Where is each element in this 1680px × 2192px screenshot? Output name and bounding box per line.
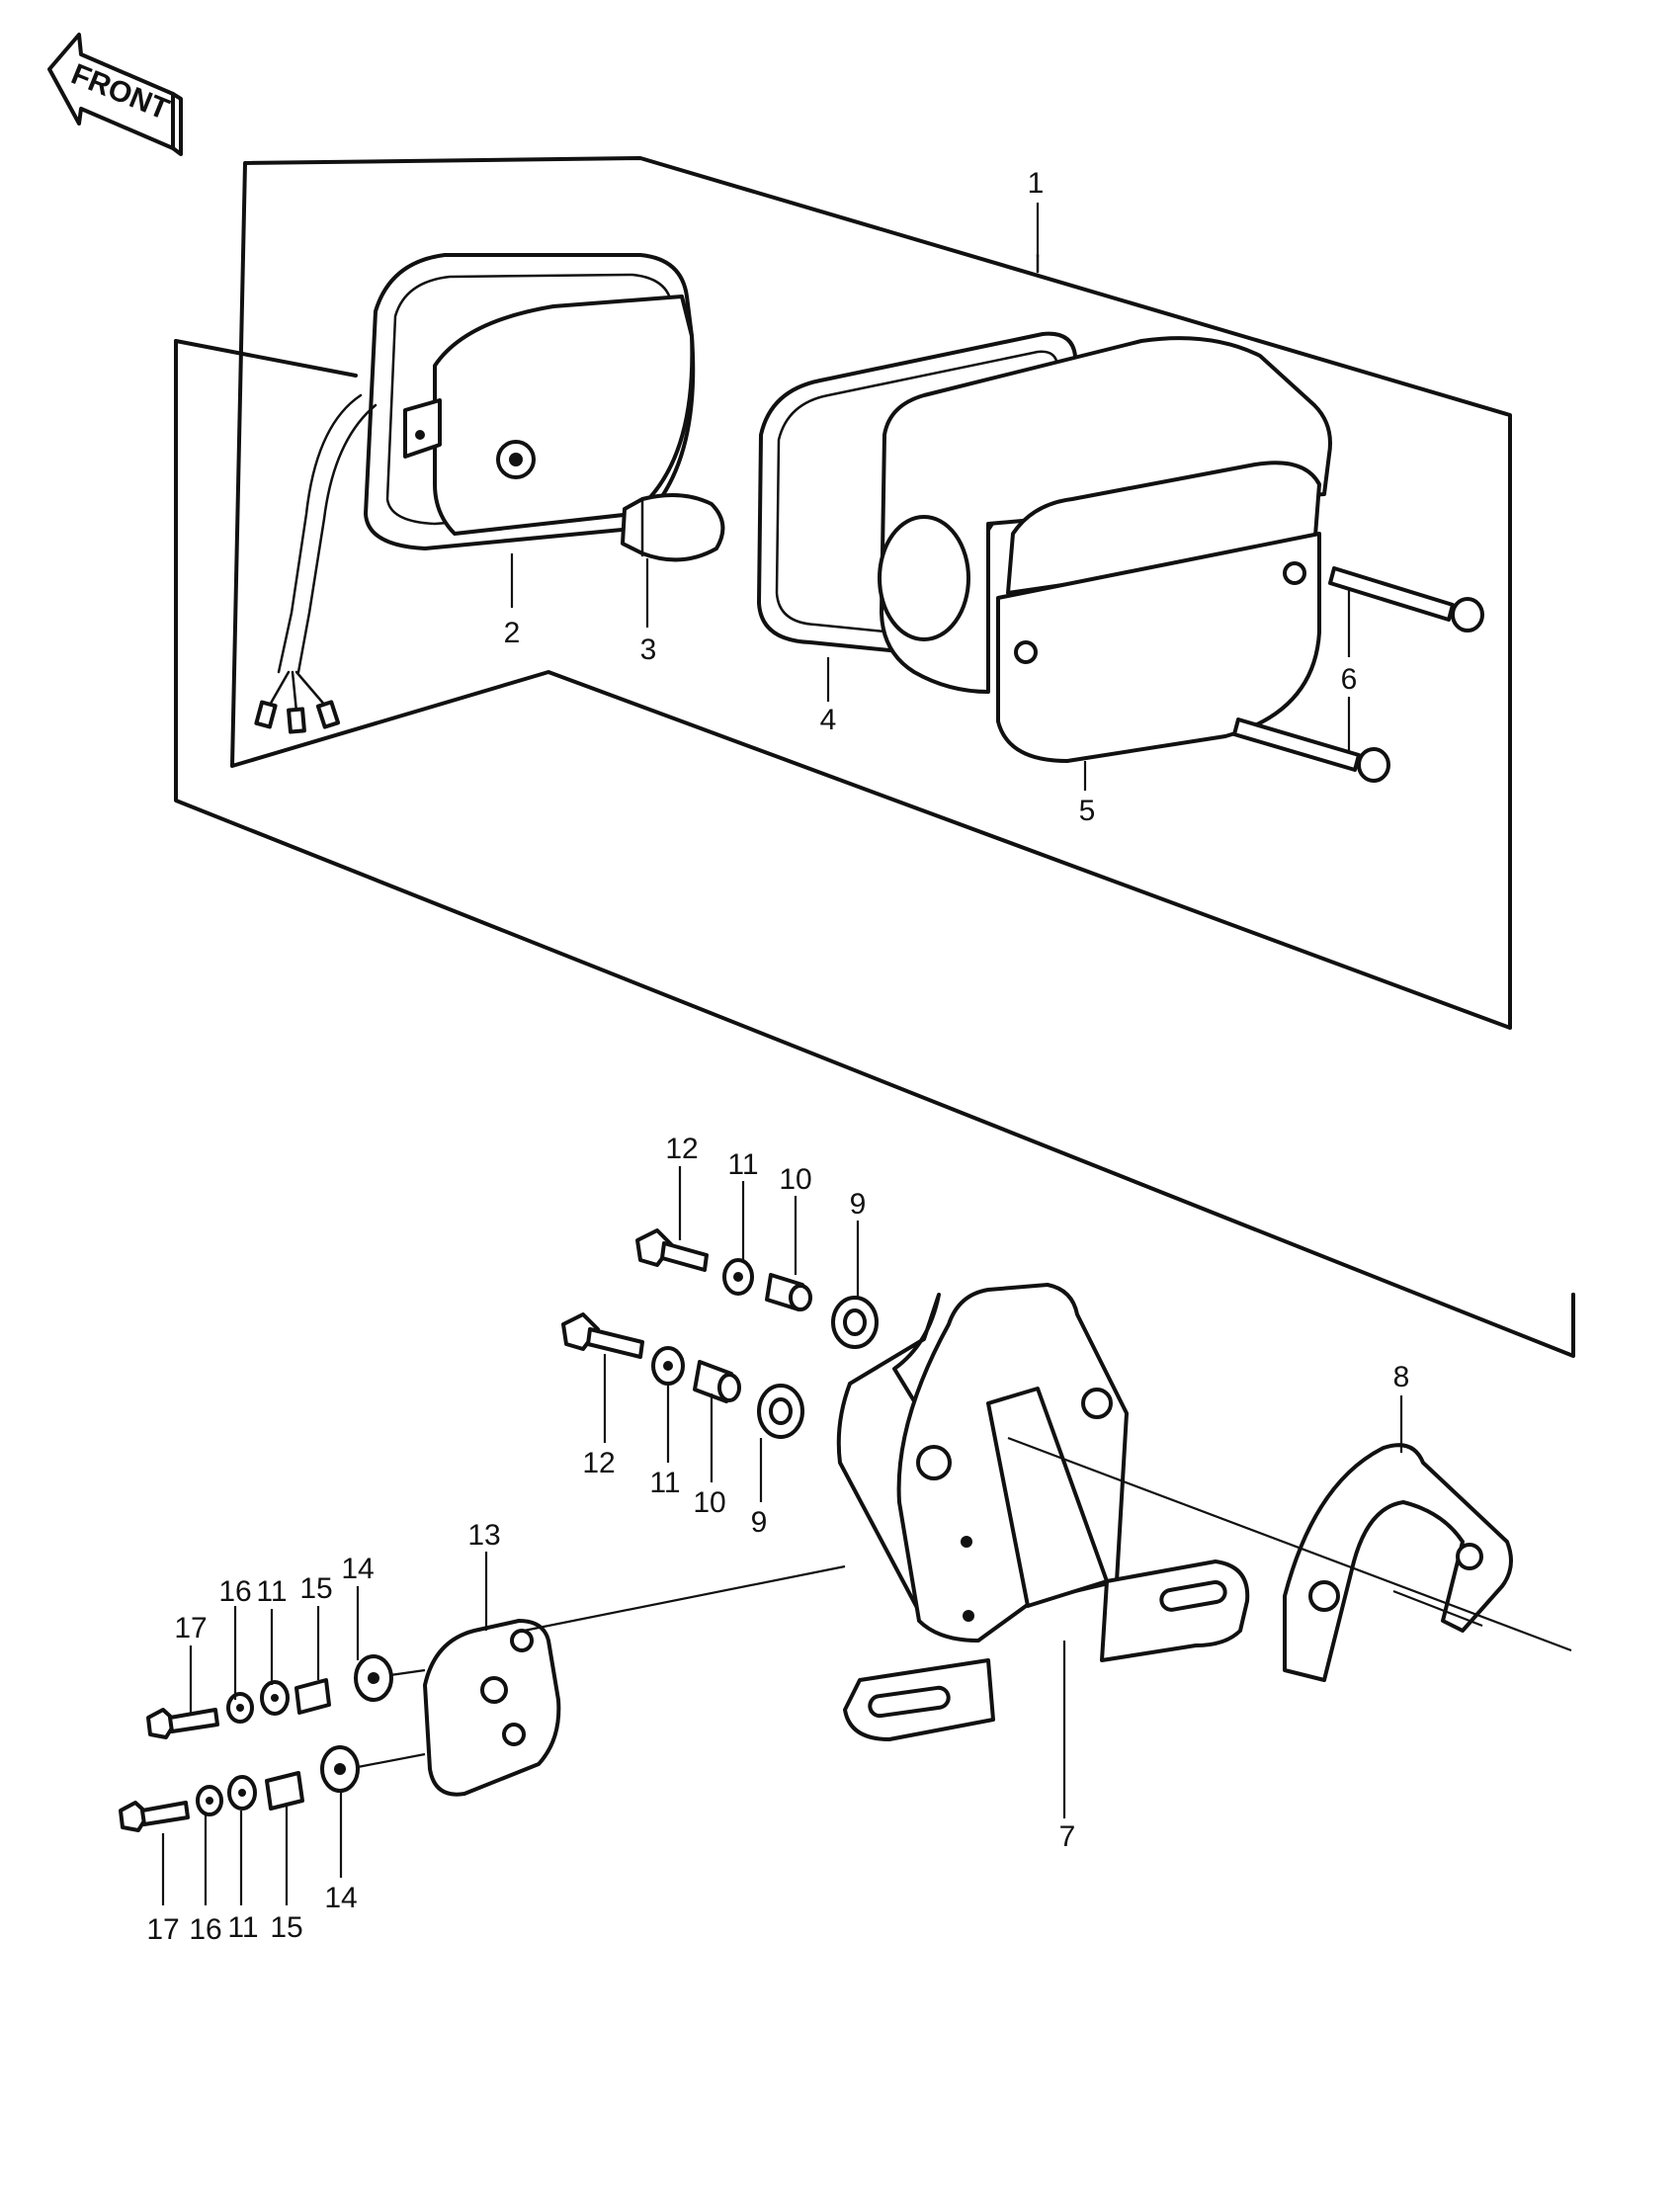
callout-17-lower: 17: [146, 1913, 179, 1946]
callout-17-upper: 17: [174, 1612, 207, 1644]
screw-upper: [1328, 566, 1484, 632]
collar-10-upper: [765, 1273, 812, 1311]
lens-screws: [1232, 566, 1484, 783]
callout-12-lower: 12: [582, 1447, 615, 1479]
callout-labels: 1 2 3 4 5 6 7 8 9 9 10 10 11 11 11 11 12…: [146, 167, 1409, 1946]
callout-8: 8: [1393, 1361, 1410, 1393]
bolt-12-upper: [635, 1228, 709, 1272]
callout-10-upper: 10: [779, 1163, 811, 1196]
callout-15-upper: 15: [299, 1572, 332, 1605]
callout-12-upper: 12: [665, 1133, 698, 1165]
callout-11-upper: 11: [727, 1148, 758, 1181]
bracket-group-frame: [174, 339, 1575, 1358]
callout-9-upper: 9: [850, 1188, 867, 1221]
washer-11-upper: [722, 1258, 754, 1296]
callout-13: 13: [467, 1519, 500, 1552]
lower-fastener-set: [561, 1312, 804, 1439]
license-bracket: [836, 1283, 1250, 1741]
callout-4: 4: [820, 704, 837, 736]
callout-6: 6: [1341, 663, 1358, 696]
left-upper-fastener-set: [146, 1654, 393, 1739]
left-lower-fastener-set: [119, 1745, 360, 1832]
reinforcement-plate: [1283, 1443, 1513, 1682]
collar-10-lower: [693, 1360, 741, 1403]
callout-16-lower: 16: [189, 1913, 221, 1946]
washer-11-lower: [651, 1346, 685, 1386]
screw-lower: [1232, 717, 1390, 783]
callout-14-lower: 14: [324, 1882, 357, 1914]
front-direction-arrow: FRONT: [47, 33, 183, 156]
callout-3: 3: [640, 633, 657, 666]
wire-harness: [254, 393, 378, 734]
upper-fastener-set: [635, 1228, 879, 1349]
callout-14-upper: 14: [341, 1553, 374, 1585]
grommet-9-upper: [831, 1296, 879, 1349]
leader-lines: [161, 203, 1403, 1905]
spacer-plate: [423, 1619, 561, 1797]
callout-11-lower: 11: [649, 1467, 680, 1499]
lamp-base: [364, 253, 696, 550]
callout-16-upper: 16: [218, 1575, 251, 1608]
callout-1: 1: [1028, 167, 1045, 200]
callout-15-lower: 15: [270, 1911, 302, 1944]
callout-10-lower: 10: [693, 1486, 725, 1519]
callout-5: 5: [1079, 795, 1096, 827]
callout-7: 7: [1059, 1820, 1076, 1853]
callout-2: 2: [504, 617, 521, 649]
assembly-lines: [357, 1436, 1572, 1769]
bolt-12-lower: [561, 1312, 644, 1359]
tail-lamp-assembly-frame: [230, 156, 1512, 1030]
grommet-9-lower: [757, 1384, 804, 1439]
callout-11-left-lower: 11: [227, 1911, 258, 1944]
callout-11-left-upper: 11: [256, 1575, 287, 1608]
lens: [878, 336, 1332, 763]
bulb: [621, 493, 725, 562]
callout-9-lower: 9: [751, 1506, 768, 1539]
